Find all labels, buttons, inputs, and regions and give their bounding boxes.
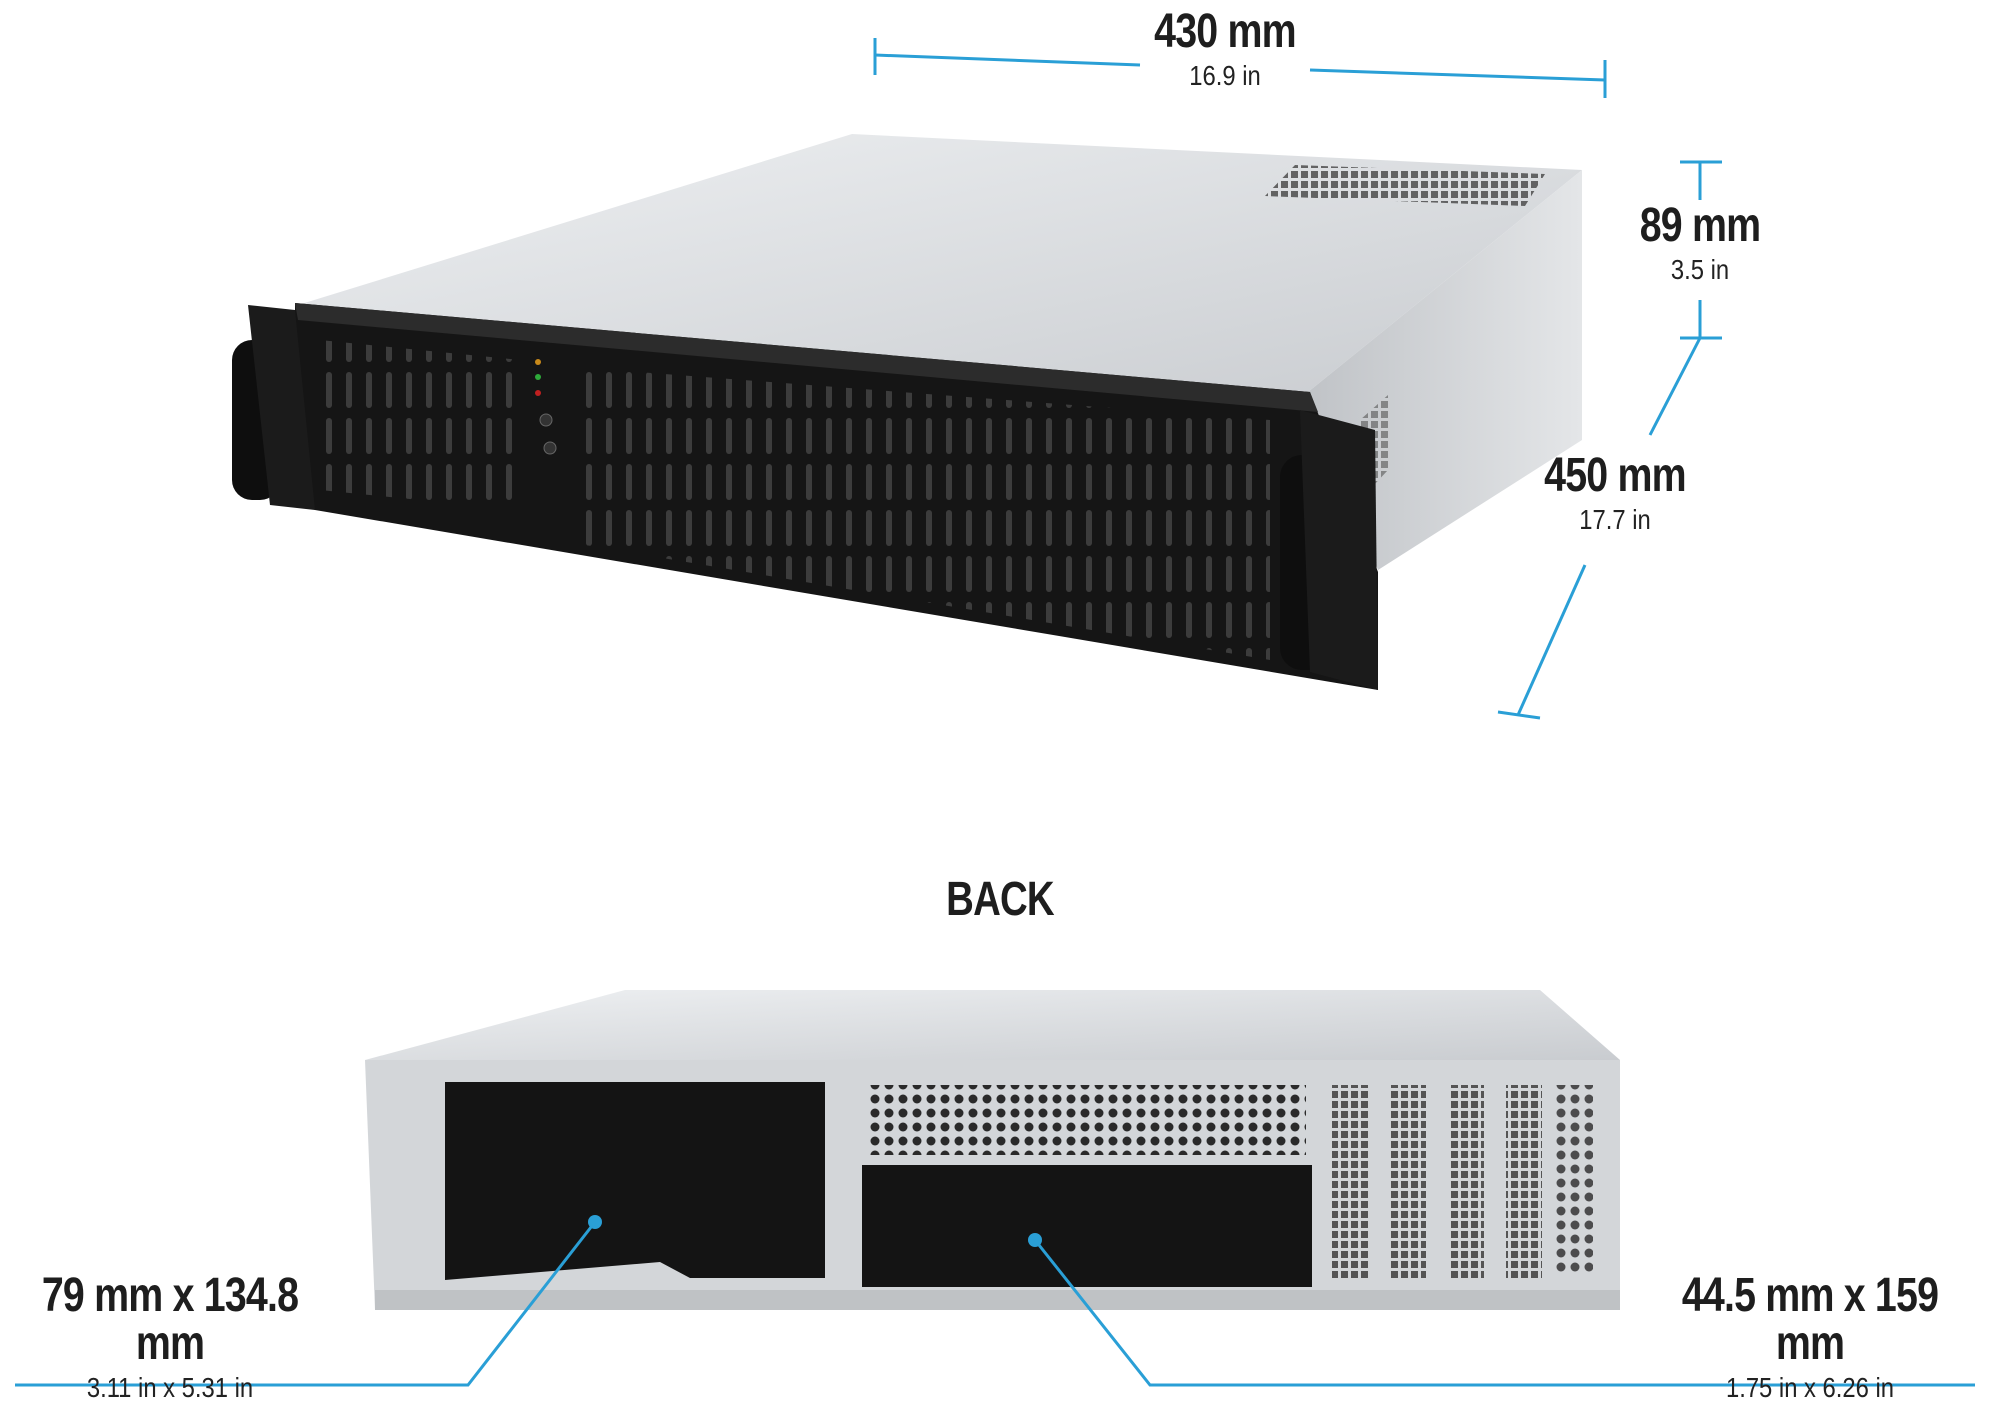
expansion-slots (1332, 1085, 1593, 1280)
width-in: 16.9 in (1189, 60, 1261, 91)
back-view-title: BACK (946, 873, 1055, 926)
led-amber (535, 359, 541, 365)
callout-line-left (15, 1221, 597, 1387)
drive-bay-opening (862, 1165, 1312, 1287)
callout-lines (15, 1221, 1975, 1387)
right-bay-mm: 44.5 mm x 159 mm (1681, 1269, 1939, 1370)
front-bezel-top-edge (295, 303, 1318, 412)
depth-tick-bottom (1497, 710, 1541, 720)
width-mm: 430 mm (1154, 5, 1297, 58)
led-red (535, 390, 541, 396)
width-dimension-line-left (874, 53, 1141, 67)
right-ear (1300, 410, 1378, 690)
height-mm: 89 mm (1639, 199, 1761, 252)
width-dimension-line-right (1309, 68, 1606, 82)
height-label: 89 mm 3.5 in (1610, 202, 1790, 284)
callout-line-right (1033, 1239, 1975, 1387)
expansion-slot (1390, 1085, 1426, 1280)
power-button (543, 441, 557, 455)
rear-hex-vent (868, 1085, 1306, 1155)
left-ear (248, 305, 315, 510)
left-bay-in: 3.11 in x 5.31 in (86, 1372, 254, 1403)
psu-bay-opening (445, 1082, 825, 1280)
dimension-lines (873, 38, 1722, 720)
width-label: 430 mm 16.9 in (1125, 8, 1325, 90)
led-green (535, 374, 541, 380)
expansion-slot (1332, 1085, 1368, 1280)
front-grille-left (320, 340, 520, 510)
left-bay-mm: 79 mm x 134.8 mm (41, 1269, 299, 1370)
height-in: 3.5 in (1670, 254, 1730, 285)
depth-dimension-line-bottom (1516, 564, 1587, 716)
rear-side-vent (1555, 1085, 1593, 1275)
right-bay-label: 44.5 mm x 159 mm 1.75 in x 6.26 in (1640, 1272, 1980, 1402)
back-top (365, 990, 1620, 1060)
depth-label: 450 mm 17.7 in (1520, 452, 1710, 534)
expansion-slot (1448, 1085, 1484, 1280)
back-bottom-rail (375, 1290, 1620, 1310)
top-vent-grille (1265, 165, 1545, 206)
depth-in: 17.7 in (1579, 504, 1651, 535)
back-chassis-image (365, 990, 1620, 1310)
left-bay-label: 79 mm x 134.8 mm 3.11 in x 5.31 in (0, 1272, 340, 1402)
right-bay-in: 1.75 in x 6.26 in (1725, 1372, 1895, 1403)
chassis-top (298, 134, 1582, 392)
expansion-slot (1506, 1085, 1542, 1280)
front-chassis-image (232, 134, 1582, 690)
front-grille-right (585, 368, 1270, 660)
reset-button (539, 413, 553, 427)
depth-mm: 450 mm (1544, 449, 1687, 502)
depth-dimension-line-top (1648, 337, 1702, 436)
